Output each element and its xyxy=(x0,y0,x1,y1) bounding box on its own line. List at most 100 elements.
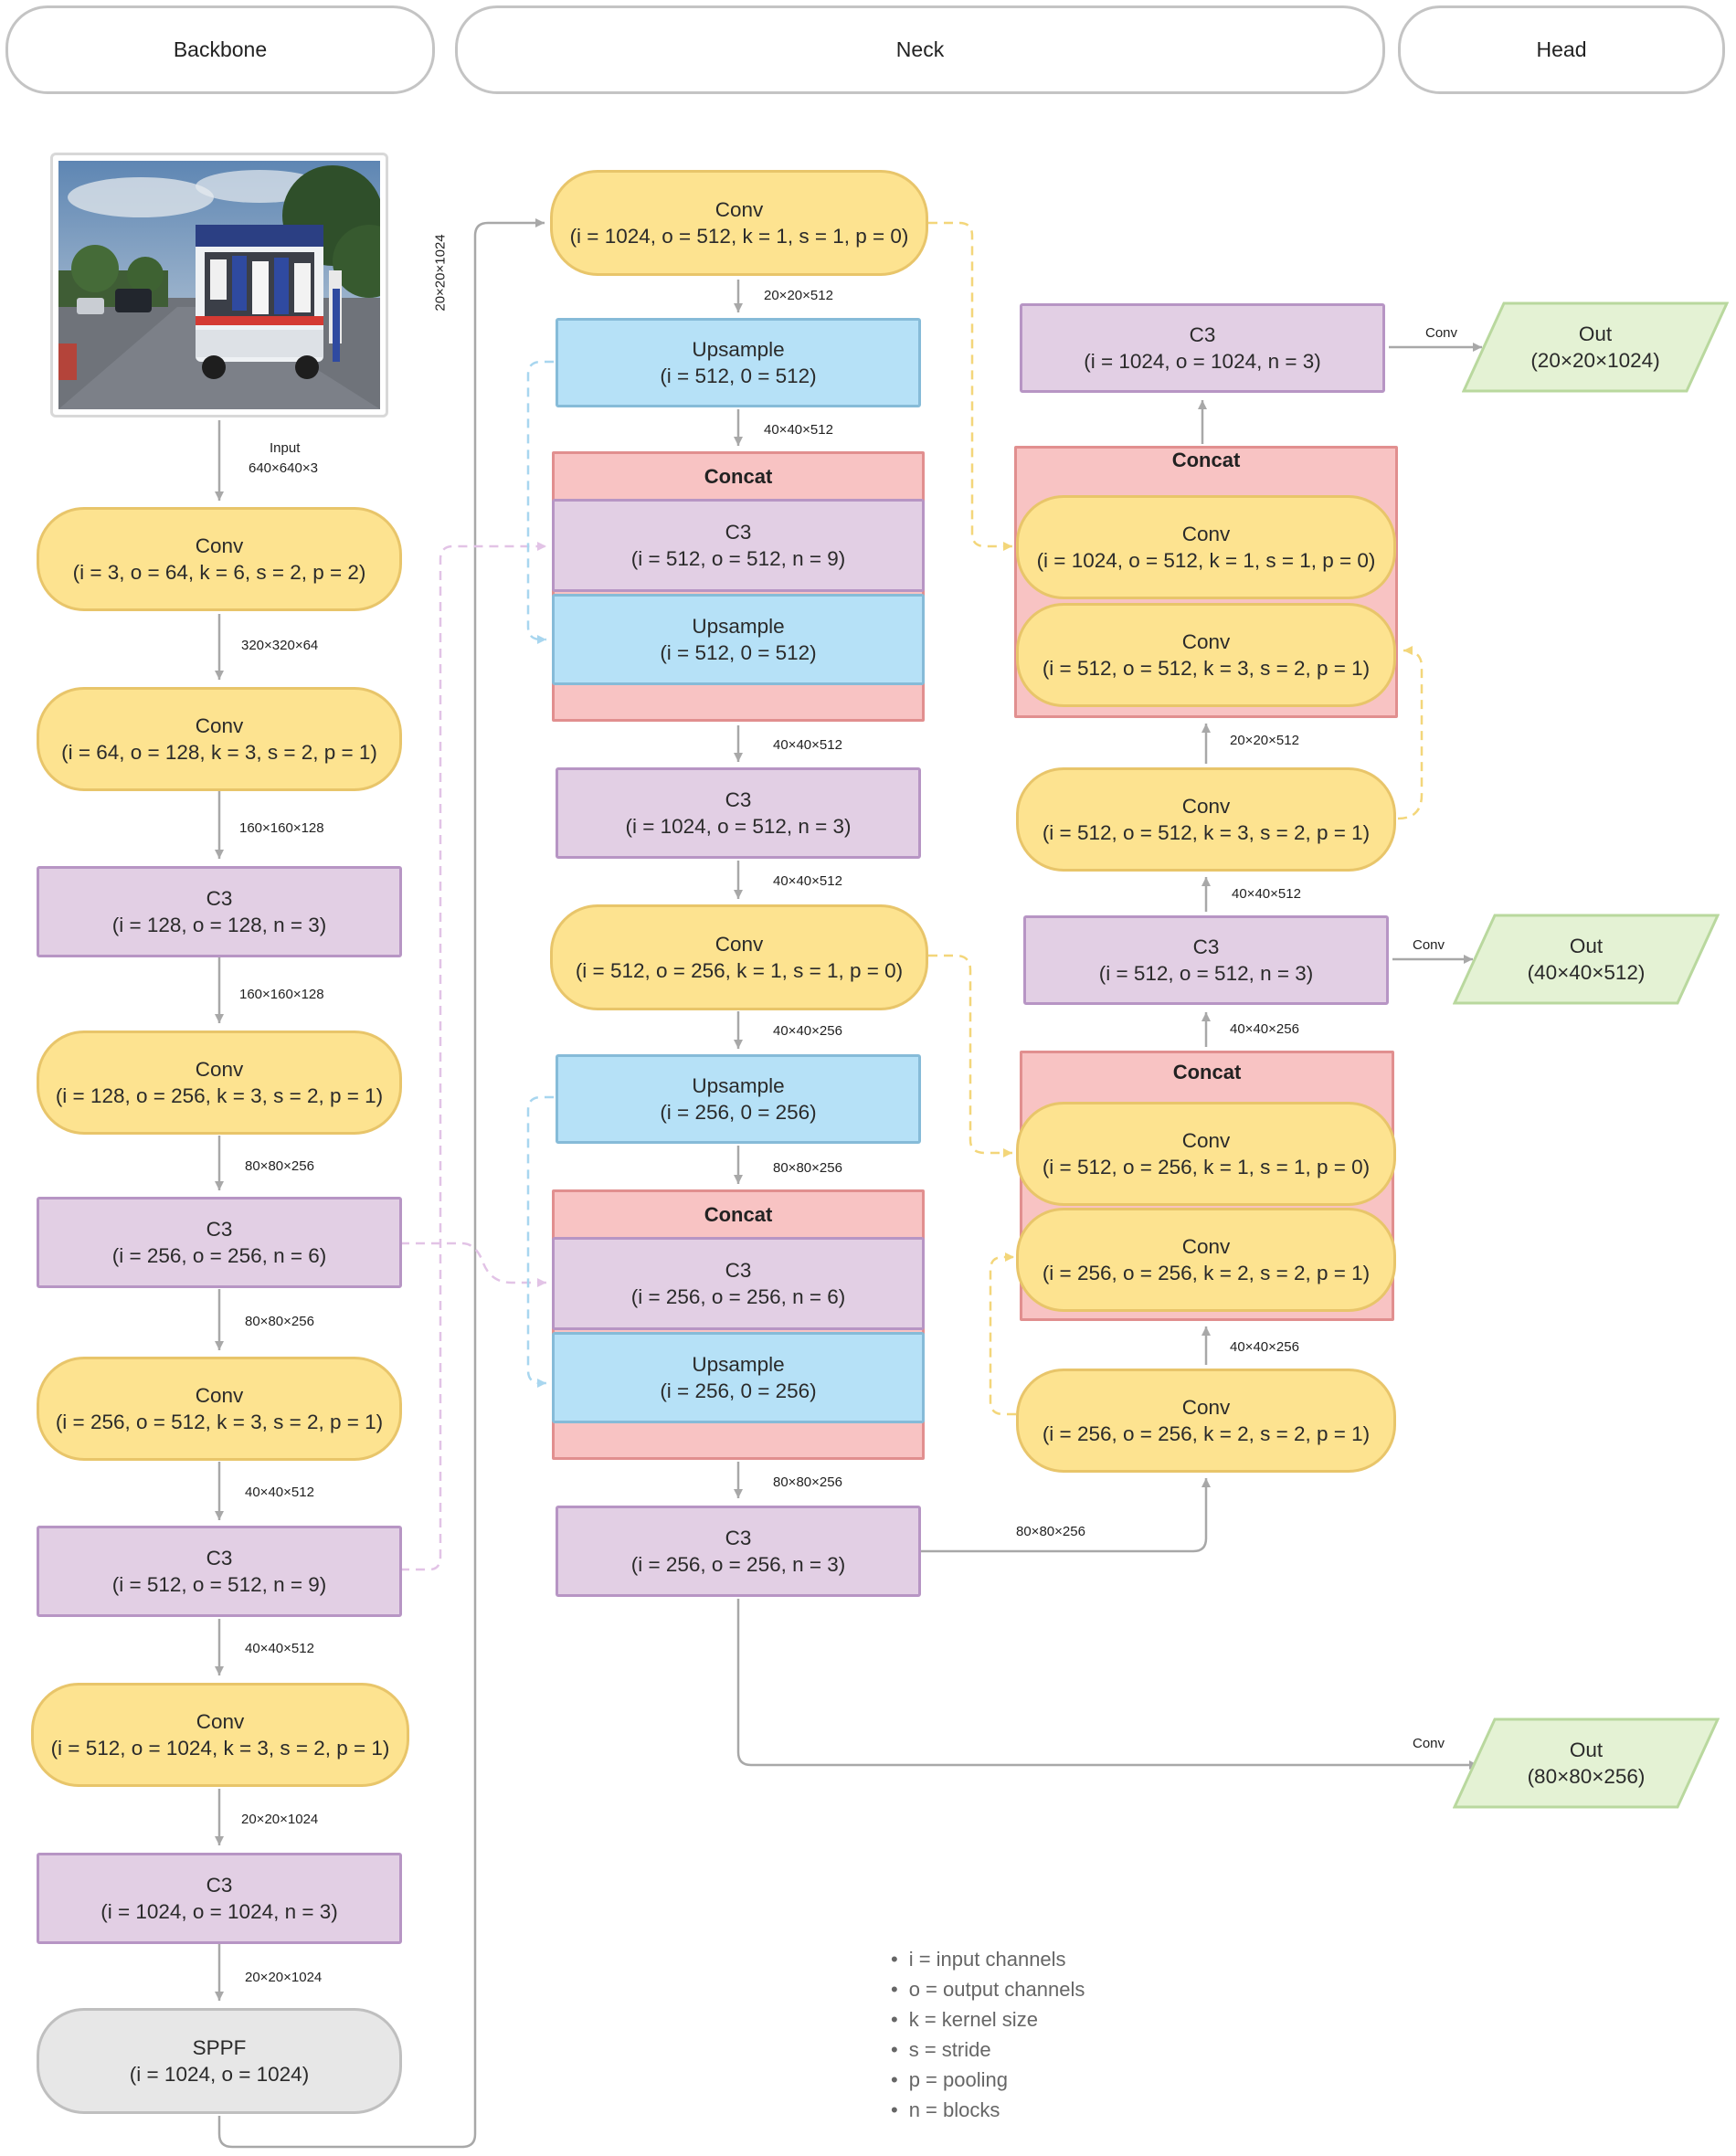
shape-label: 40×40×256 xyxy=(1230,1021,1299,1037)
input-label: Input xyxy=(270,440,301,456)
shape-label: 80×80×256 xyxy=(773,1474,842,1490)
skip-lowconv-concatB xyxy=(989,1252,1016,1416)
block-params: (i = 512, o = 256, k = 1, s = 1, p = 0) xyxy=(575,959,904,982)
neck-conv-1: Conv (i = 1024, o = 512, k = 1, s = 1, p… xyxy=(550,170,928,276)
block-name: C3 xyxy=(206,1874,233,1897)
skip-n4-concatB xyxy=(928,954,1012,1157)
photo-street-scene xyxy=(58,161,406,409)
block-name: Conv xyxy=(1181,1129,1231,1152)
block-params: (i = 256, o = 256, k = 2, s = 2, p = 1) xyxy=(1042,1262,1371,1284)
legend-item: i = input channels xyxy=(891,1944,1085,1974)
block-params: (i = 64, o = 128, k = 3, s = 2, p = 1) xyxy=(61,741,377,764)
shape-label: 40×40×512 xyxy=(245,1485,314,1500)
block-name: Upsample xyxy=(692,1353,785,1376)
shape-label: 80×80×256 xyxy=(1016,1524,1085,1539)
legend-item: p = pooling xyxy=(891,2065,1085,2095)
head-c3-top: C3 (i = 1024, o = 1024, n = 3) xyxy=(1020,303,1385,393)
neck-concat-1-c3: C3 (i = 512, o = 512, n = 9) xyxy=(552,499,925,592)
backbone-conv-3: Conv (i = 128, o = 256, k = 3, s = 2, p … xyxy=(37,1030,402,1135)
block-name: C3 xyxy=(206,1218,233,1241)
output-name: Out xyxy=(1569,1739,1604,1761)
block-name: C3 xyxy=(1192,935,1220,958)
shape-label: 80×80×256 xyxy=(773,1160,842,1176)
output-shape-text: (20×20×1024) xyxy=(1530,349,1660,372)
block-params: (i = 256, o = 256, n = 3) xyxy=(630,1553,846,1576)
block-name: Upsample xyxy=(692,338,785,361)
output-shape xyxy=(1453,1717,1720,1809)
skip-n5-concat2 xyxy=(526,1095,554,1388)
neck-concat-2-upsample: Upsample (i = 256, 0 = 256) xyxy=(552,1332,925,1423)
neck-upsample-1: Upsample (i = 512, 0 = 512) xyxy=(556,318,921,407)
block-params: (i = 512, o = 512, n = 3) xyxy=(1098,962,1314,985)
input-image xyxy=(50,153,406,417)
block-name: Upsample xyxy=(692,1074,785,1097)
block-name: C3 xyxy=(725,521,752,544)
block-params: (i = 1024, o = 512, k = 1, s = 1, p = 0) xyxy=(569,225,909,248)
head-concat-b-conv-1: Conv (i = 512, o = 256, k = 1, s = 1, p … xyxy=(1016,1102,1396,1206)
shape-label: 160×160×128 xyxy=(239,987,324,1002)
output-20x20: Out (20×20×1024) xyxy=(1462,301,1729,393)
block-params: (i = 1024, o = 1024, n = 3) xyxy=(101,1900,338,1923)
head-concat-a-conv-1: Conv (i = 1024, o = 512, k = 1, s = 1, p… xyxy=(1016,495,1396,599)
shape-label: 40×40×512 xyxy=(773,737,842,753)
out-conv-label: Conv xyxy=(1413,937,1445,953)
skip-b7-concat1 xyxy=(400,542,546,1571)
block-params: (i = 512, o = 512, n = 9) xyxy=(630,547,846,570)
shape-label: 80×80×256 xyxy=(245,1158,314,1174)
shape-label: 40×40×512 xyxy=(1232,886,1301,902)
block-name: SPPF xyxy=(192,2036,247,2059)
block-name: Conv xyxy=(715,198,764,221)
backbone-conv-5: Conv (i = 512, o = 1024, k = 3, s = 2, p… xyxy=(31,1683,409,1787)
backbone-c3-3: C3 (i = 512, o = 512, n = 9) xyxy=(37,1526,402,1617)
block-name: Conv xyxy=(1181,795,1231,818)
concat-title: Concat xyxy=(704,1203,773,1226)
block-params: (i = 512, 0 = 512) xyxy=(660,641,817,664)
output-text: Out (20×20×1024) xyxy=(1462,301,1729,393)
legend-item: k = kernel size xyxy=(891,2004,1085,2034)
output-40x40: Out (40×40×512) xyxy=(1453,914,1720,1005)
shape-label: 20×20×512 xyxy=(1230,733,1299,748)
skip-n1-concatA xyxy=(928,221,1012,551)
output-shape xyxy=(1453,914,1720,1005)
skip-n2-concat1 xyxy=(526,360,554,644)
neck-c3-2: C3 (i = 256, o = 256, n = 3) xyxy=(556,1506,921,1597)
block-params: (i = 1024, o = 512, k = 1, s = 1, p = 0) xyxy=(1036,549,1376,572)
header-head: Head xyxy=(1398,5,1725,94)
backbone-conv-2: Conv (i = 64, o = 128, k = 3, s = 2, p =… xyxy=(37,687,402,791)
block-name: C3 xyxy=(206,887,233,910)
block-params: (i = 1024, o = 512, n = 3) xyxy=(625,815,852,838)
input-shape-label: 640×640×3 xyxy=(249,460,318,476)
neck-conv-2: Conv (i = 512, o = 256, k = 1, s = 1, p … xyxy=(550,904,928,1010)
backbone-conv-1: Conv (i = 3, o = 64, k = 6, s = 2, p = 2… xyxy=(37,507,402,611)
block-name: Conv xyxy=(195,1058,244,1081)
block-params: (i = 1024, o = 1024, n = 3) xyxy=(1084,350,1321,373)
neck-concat-2-c3: C3 (i = 256, o = 256, n = 6) xyxy=(552,1237,925,1330)
backbone-sppf: SPPF (i = 1024, o = 1024) xyxy=(37,2008,402,2114)
block-params: (i = 512, o = 1024, k = 3, s = 2, p = 1) xyxy=(50,1737,390,1760)
neck-concat-1-upsample: Upsample (i = 512, 0 = 512) xyxy=(552,594,925,685)
backbone-c3-4: C3 (i = 1024, o = 1024, n = 3) xyxy=(37,1853,402,1944)
shape-label: 80×80×256 xyxy=(245,1314,314,1329)
shape-label: 20×20×512 xyxy=(764,288,833,303)
concat-title: Concat xyxy=(1171,449,1241,471)
concat-title: Concat xyxy=(704,465,773,488)
block-params: (i = 512, o = 512, k = 3, s = 2, p = 1) xyxy=(1042,657,1371,680)
block-name: Conv xyxy=(195,534,244,557)
block-params: (i = 512, o = 512, k = 3, s = 2, p = 1) xyxy=(1042,821,1371,844)
output-name: Out xyxy=(1578,322,1613,345)
backbone-c3-1: C3 (i = 128, o = 128, n = 3) xyxy=(37,866,402,957)
block-name: C3 xyxy=(725,788,752,811)
block-params: (i = 3, o = 64, k = 6, s = 2, p = 2) xyxy=(72,561,366,584)
concat-title: Concat xyxy=(1172,1061,1242,1083)
head-concat-b-conv-2: Conv (i = 256, o = 256, k = 2, s = 2, p … xyxy=(1016,1208,1396,1312)
block-params: (i = 512, o = 256, k = 1, s = 1, p = 0) xyxy=(1042,1156,1371,1178)
legend-item: o = output channels xyxy=(891,1974,1085,2004)
shape-label: 20×20×1024 xyxy=(245,1970,323,1985)
skip-convmid-concatA xyxy=(1397,646,1424,820)
block-params: (i = 256, o = 512, k = 3, s = 2, p = 1) xyxy=(55,1411,384,1433)
block-params: (i = 256, o = 256, n = 6) xyxy=(630,1285,846,1308)
output-shape-text: (80×80×256) xyxy=(1527,1765,1646,1788)
block-name: Conv xyxy=(195,1384,244,1407)
